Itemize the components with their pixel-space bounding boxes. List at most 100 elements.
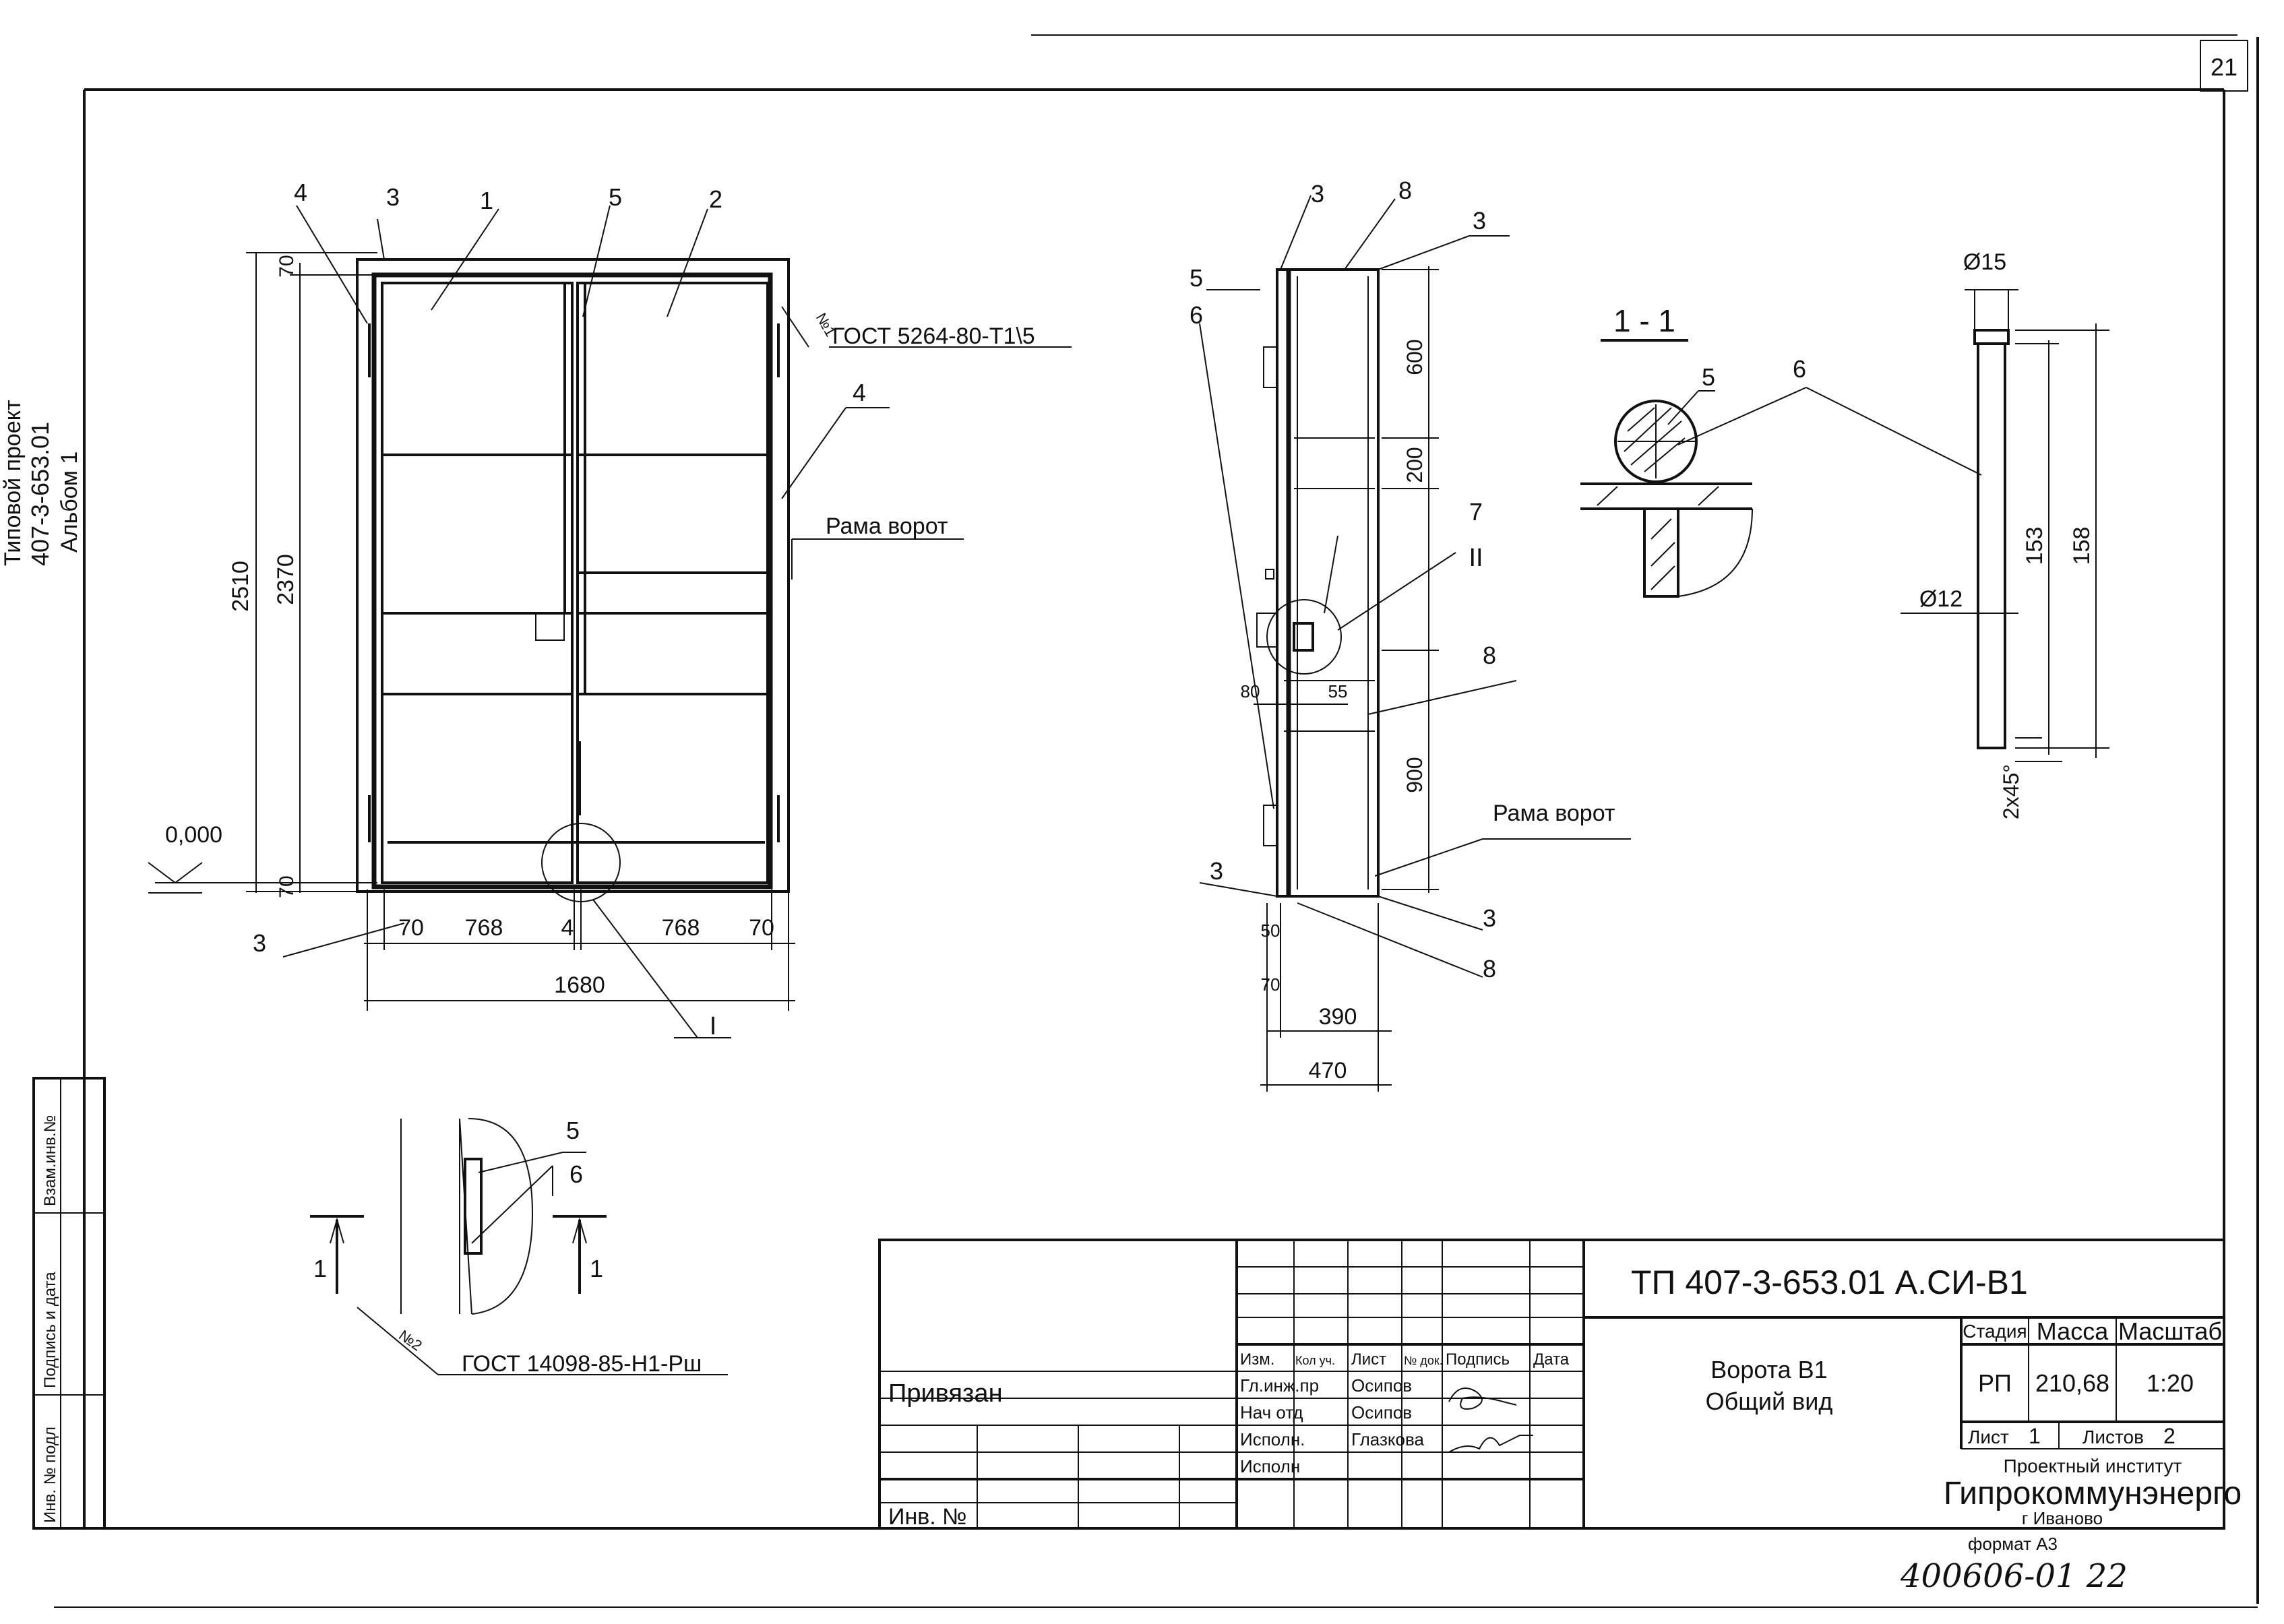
mass-label: Масса <box>2037 1317 2109 1345</box>
dim-70-right: 70 <box>749 915 774 941</box>
dim-55: 55 <box>1328 681 1348 701</box>
row-role-2: Нач отд <box>1240 1402 1303 1423</box>
dim-390: 390 <box>1319 1004 1357 1030</box>
title-bound: Привязан <box>888 1379 1003 1408</box>
dim-4: 4 <box>561 915 574 941</box>
side-callout-II: II <box>1469 544 1483 572</box>
pin-chamfer: 2x45° <box>1999 764 2023 819</box>
detail-cut-right: 1 <box>590 1255 603 1282</box>
side-frame-label: Рама ворот <box>1493 801 1615 826</box>
scale-value: 1:20 <box>2147 1369 2194 1397</box>
side-label-line2: 407-3-653.01 <box>26 422 54 566</box>
dim-70-bottom: 70 <box>276 875 298 898</box>
title-block <box>878 1239 2225 1530</box>
dim-1680: 1680 <box>554 972 605 998</box>
front-pos-1: 1 <box>480 187 493 214</box>
front-pos-3: 3 <box>386 183 400 211</box>
format-label: формат А3 <box>1968 1534 2058 1554</box>
dim-80: 80 <box>1241 681 1260 701</box>
handwritten-number: 400606-01 22 <box>1900 1557 2128 1595</box>
dim-70-left: 70 <box>398 915 424 941</box>
side-label-line1: Типовой проект <box>0 400 26 566</box>
front-pos-5: 5 <box>609 183 622 211</box>
front-pos-4-left: 4 <box>294 179 307 206</box>
section-pos-6: 6 <box>1793 355 1806 383</box>
detail-pos-6: 6 <box>569 1160 583 1188</box>
scale-label: Масштаб <box>2118 1317 2222 1345</box>
front-callout-I: I <box>710 1012 717 1040</box>
row-name-1: Осипов <box>1351 1375 1412 1396</box>
title-name-1: Ворота В1 <box>1710 1356 1827 1383</box>
section-title: 1 - 1 <box>1613 303 1675 338</box>
title-name-2: Общий вид <box>1706 1387 1833 1415</box>
mass-value: 210,68 <box>2035 1369 2109 1397</box>
side-pos-5: 5 <box>1190 264 1203 292</box>
front-level: 0,000 <box>165 822 222 848</box>
front-view <box>148 205 1072 1038</box>
front-weld-note: ГОСТ 5264-80-Т1\5 <box>832 323 1035 349</box>
detail-weld-no: №2 <box>396 1327 425 1354</box>
sheet-number: 21 <box>2211 53 2237 81</box>
row-name-3: Глазкова <box>1351 1429 1425 1449</box>
side-pos-8-bottom: 8 <box>1483 955 1496 982</box>
side-pos-3-bottom-right: 3 <box>1483 904 1496 932</box>
pin-detail <box>1901 289 2109 762</box>
dim-2510: 2510 <box>228 561 253 612</box>
detail-weld-note: ГОСТ 14098-85-Н1-Рш <box>462 1351 702 1377</box>
stamp-inv-replace: Взам.инв.№ <box>41 1115 59 1206</box>
side-pos-3-top-left: 3 <box>1311 180 1324 208</box>
dim-768-right: 768 <box>662 915 700 941</box>
pin-l158: 158 <box>2069 527 2095 565</box>
sheet-label: Лист <box>1968 1427 2009 1447</box>
stage-value: РП <box>1978 1369 2012 1397</box>
side-label: Типовой проект 407-3-653.01 Альбом 1 <box>0 400 82 566</box>
front-frame-label: Рама ворот <box>826 513 948 539</box>
side-pos-8-mid: 8 <box>1483 642 1496 669</box>
dim-900: 900 <box>1402 757 1427 792</box>
pin-d12: Ø12 <box>1919 586 1963 612</box>
front-pos-3-bottom: 3 <box>253 929 266 957</box>
col-sign: Подпись <box>1446 1350 1510 1369</box>
pin-l153: 153 <box>2022 527 2047 565</box>
col-izm: Изм. <box>1240 1350 1274 1369</box>
dim-200: 200 <box>1402 447 1427 482</box>
institute-city: г Иваново <box>2022 1508 2103 1528</box>
front-pos-2: 2 <box>709 185 722 213</box>
side-pos-3-top-right: 3 <box>1473 207 1486 235</box>
stamp-sign-date: Подпись и дата <box>41 1272 59 1388</box>
side-pos-7: 7 <box>1469 498 1483 526</box>
sheet-value: 1 <box>2029 1424 2041 1448</box>
pin-d15: Ø15 <box>1963 249 2006 275</box>
side-pos-3-bottom-left: 3 <box>1210 857 1223 885</box>
signatures <box>1448 1387 1533 1453</box>
dim-70-side: 70 <box>1261 974 1280 995</box>
sheets-value: 2 <box>2163 1424 2175 1448</box>
stage-label: Стадия <box>1963 1321 2027 1342</box>
row-role-3: Исполн. <box>1240 1429 1305 1449</box>
side-view <box>1199 195 1631 1092</box>
side-label-line3: Альбом 1 <box>57 451 82 553</box>
dim-70-top: 70 <box>276 255 298 277</box>
left-stamp <box>32 1077 106 1530</box>
detail-I <box>310 1118 728 1375</box>
dim-50: 50 <box>1261 920 1280 941</box>
side-pos-8-top: 8 <box>1398 177 1412 204</box>
dim-600: 600 <box>1402 339 1427 375</box>
detail-pos-5: 5 <box>566 1117 580 1144</box>
col-list: Лист <box>1351 1350 1386 1369</box>
dim-470: 470 <box>1309 1058 1347 1084</box>
dim-2370: 2370 <box>273 554 299 605</box>
institute-line: Проектный институт <box>2004 1456 2182 1476</box>
title-inv-no: Инв. № <box>888 1504 967 1530</box>
dim-768-left: 768 <box>465 915 503 941</box>
stamp-inv-orig: Инв. № подл <box>41 1427 59 1523</box>
section-pos-5: 5 <box>1702 363 1715 391</box>
col-kol: Кол уч. <box>1295 1354 1335 1367</box>
section-1-1 <box>1580 339 1982 598</box>
sheets-label: Листов <box>2082 1427 2144 1447</box>
col-date: Дата <box>1533 1350 1570 1369</box>
row-role-1: Гл.инж.пр <box>1240 1375 1319 1396</box>
detail-cut-left: 1 <box>313 1255 327 1282</box>
title-code: ТП 407-3-653.01 А.СИ-В1 <box>1631 1263 2028 1301</box>
